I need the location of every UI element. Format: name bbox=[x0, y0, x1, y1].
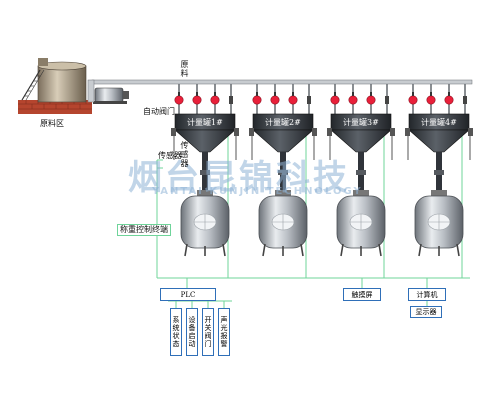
dosing-unit-1 bbox=[171, 84, 239, 257]
valve-icon bbox=[366, 95, 376, 105]
valve-icon bbox=[192, 95, 202, 105]
dosing-units bbox=[171, 84, 473, 257]
dosing-unit-4 bbox=[405, 84, 473, 257]
feed-pump bbox=[93, 87, 129, 104]
sensor-icon bbox=[171, 128, 176, 136]
valve-actuator-icon bbox=[385, 96, 389, 104]
valve-icon bbox=[426, 95, 436, 105]
valve-icon bbox=[288, 95, 298, 105]
tank-label-3: 计量罐3# bbox=[343, 118, 379, 127]
output-system-status: 系统状态 bbox=[170, 308, 182, 356]
valve-icon bbox=[348, 95, 358, 105]
valve-icon bbox=[270, 95, 280, 105]
monitor-box: 显示器 bbox=[410, 306, 442, 318]
dosing-unit-2 bbox=[249, 84, 317, 257]
weigh-terminal-label: 称重控制终端 bbox=[117, 224, 171, 236]
watermark-cn: 烟台昆锦科技 bbox=[128, 158, 350, 198]
sensor-icon bbox=[327, 128, 332, 136]
computer-box: 计算机 bbox=[408, 288, 446, 301]
output-device-start: 设备启动 bbox=[186, 308, 198, 356]
valve-actuator-icon bbox=[229, 96, 233, 104]
sensor-text: 传感器 bbox=[158, 151, 182, 160]
touch-screen-box: 触摸屏 bbox=[343, 288, 381, 301]
valve-icon bbox=[444, 95, 454, 105]
tank-label-4: 计量罐4# bbox=[421, 118, 457, 127]
auto-valve-label: 自动阀门 bbox=[143, 107, 175, 116]
raw-material-silo bbox=[18, 58, 92, 114]
raw-area-label: 原料区 bbox=[40, 119, 64, 128]
dosing-unit-3 bbox=[327, 84, 395, 257]
plc-box: PLC bbox=[160, 288, 216, 301]
valve-icon bbox=[210, 95, 220, 105]
brick-base bbox=[18, 100, 92, 114]
sensor-icon bbox=[234, 128, 239, 136]
output-alarm: 声光报警 bbox=[218, 308, 230, 356]
valve-icon bbox=[252, 95, 262, 105]
sensor-icon bbox=[405, 128, 410, 136]
valve-icon bbox=[408, 95, 418, 105]
raw-pipe-label: 原料 bbox=[180, 60, 189, 78]
tank-label-1: 计量罐1# bbox=[187, 118, 223, 127]
raw-material-pipe bbox=[87, 79, 473, 103]
sensor-icon bbox=[390, 128, 395, 136]
sensor-label: 传感器 bbox=[180, 141, 189, 168]
sensor-icon bbox=[468, 128, 473, 136]
valve-actuator-icon bbox=[463, 96, 467, 104]
valve-icon bbox=[330, 95, 340, 105]
watermark-en: YANTAI KUNJIN TECHNOLOGY bbox=[152, 186, 363, 197]
sensor-icon bbox=[249, 128, 254, 136]
valve-actuator-icon bbox=[307, 96, 311, 104]
tank-label-2: 计量罐2# bbox=[265, 118, 301, 127]
output-switch-valve: 开关阀门 bbox=[202, 308, 214, 356]
valve-icon bbox=[174, 95, 184, 105]
sensor-icon bbox=[312, 128, 317, 136]
